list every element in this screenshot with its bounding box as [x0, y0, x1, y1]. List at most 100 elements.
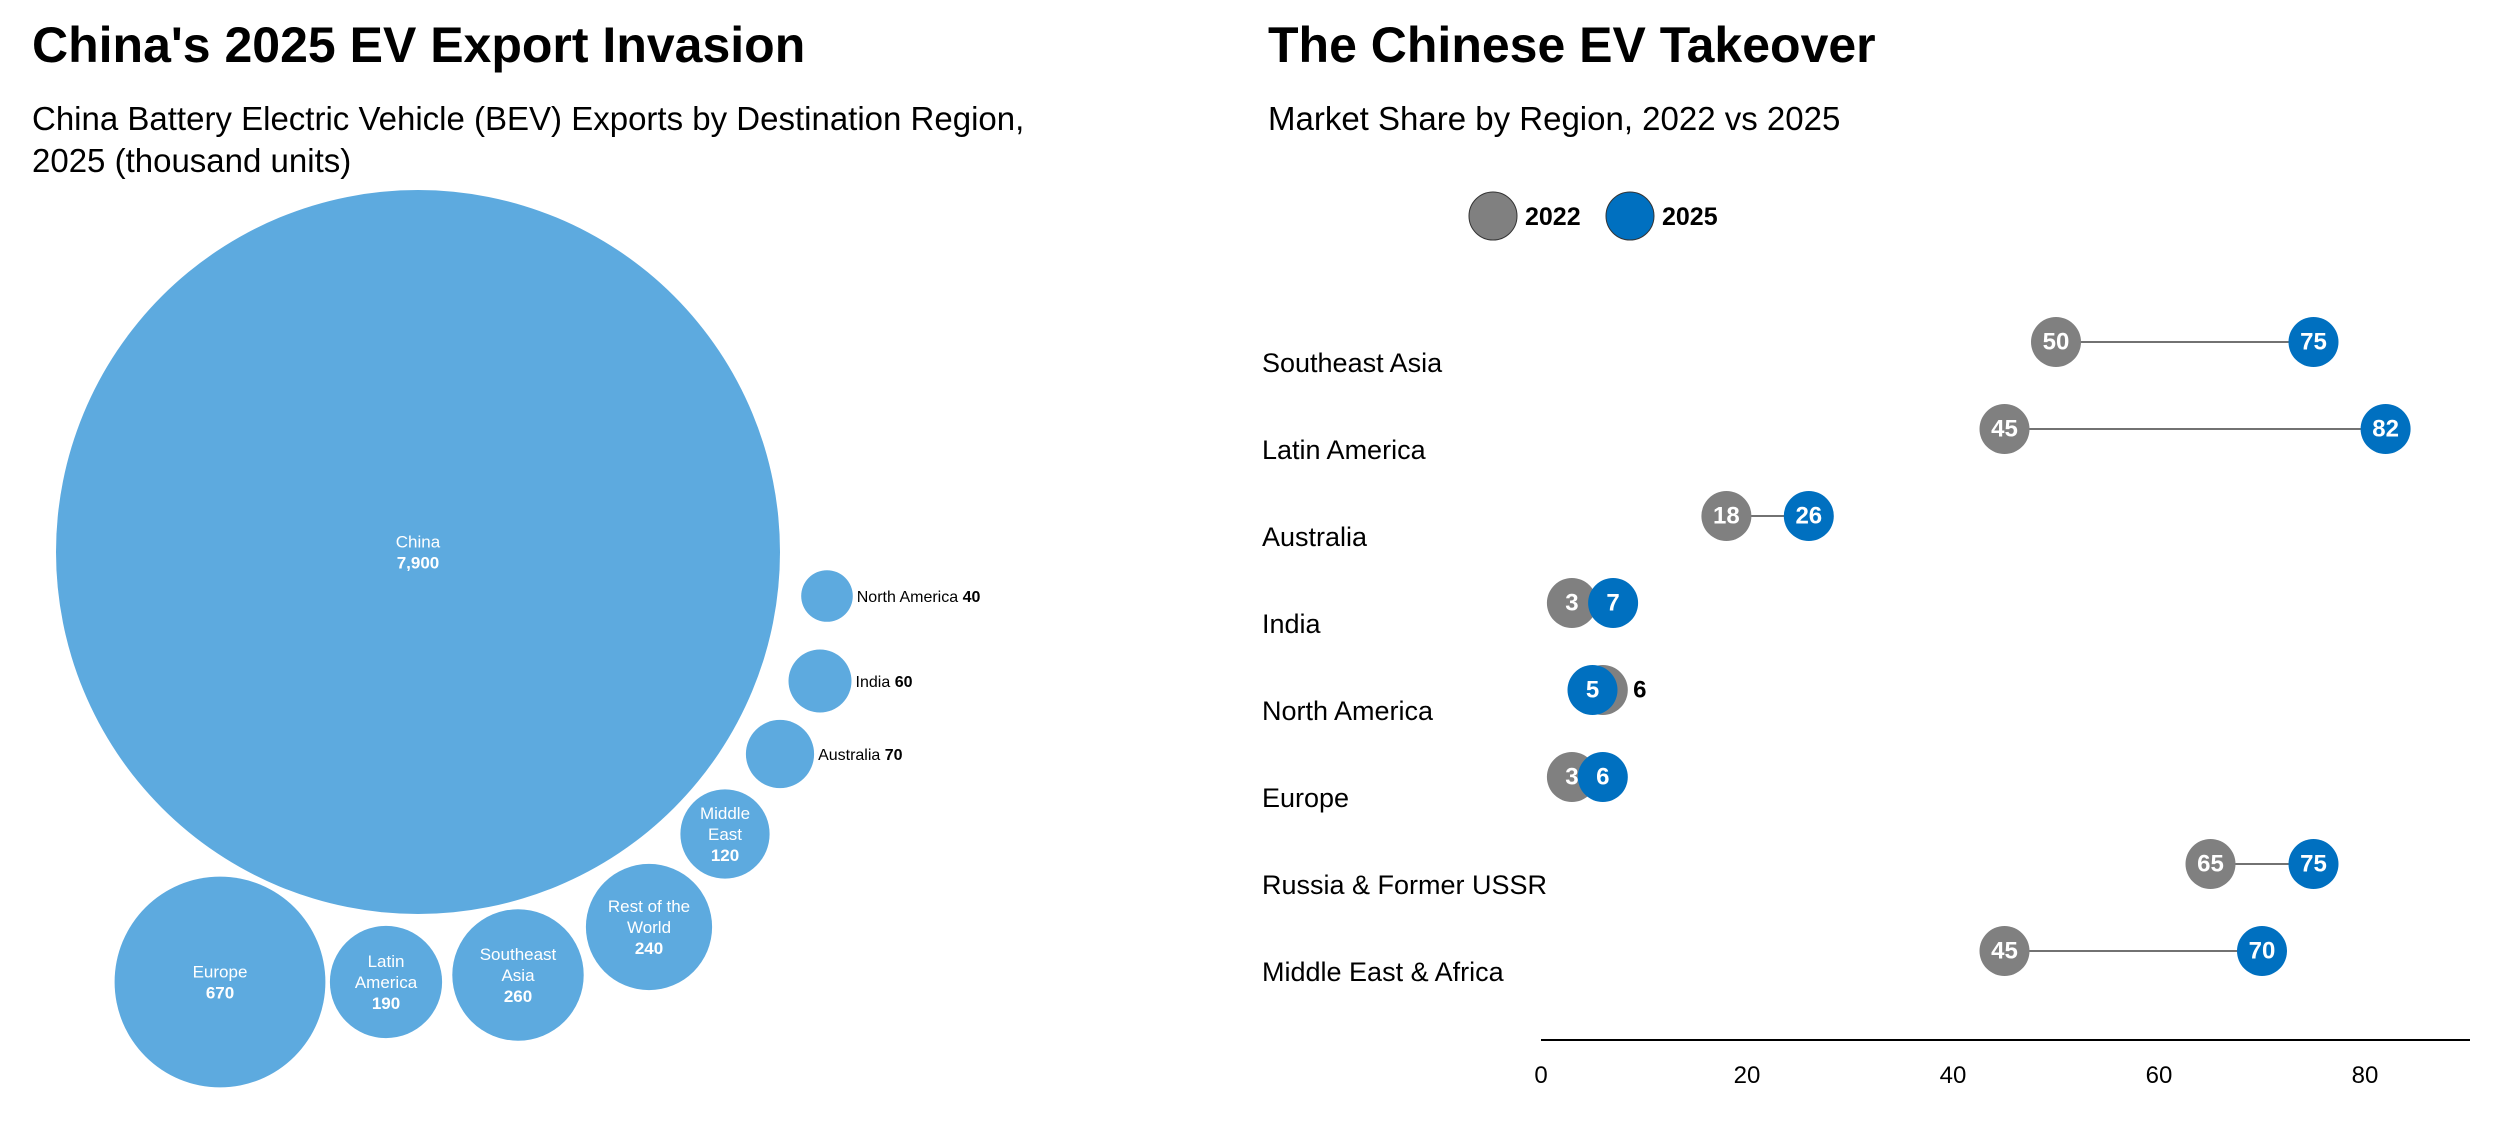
bubble-value: 260 — [504, 987, 532, 1006]
dot-2022-label: 3 — [1565, 590, 1578, 617]
bubble-circle — [801, 570, 853, 622]
dot-2025 — [1783, 491, 1834, 541]
dot-2022 — [1979, 926, 2030, 976]
category-label: Southeast Asia — [1262, 348, 1443, 378]
row-australia: Australia 18 26 — [1262, 491, 1834, 552]
x-tick-label: 80 — [2352, 1062, 2379, 1089]
dot-2025-label: 7 — [1606, 590, 1619, 617]
bubble-circle — [452, 909, 584, 1041]
dot-2022-label: 6 — [1633, 677, 1646, 704]
legend-item-2025: 2025 — [1605, 191, 1718, 241]
legend-swatch — [1468, 191, 1518, 241]
bubble-circle — [585, 863, 713, 991]
dot-2025-label: 26 — [1795, 503, 1822, 530]
bubble-india: India 60 — [788, 649, 913, 713]
bubble-label: North America 40 — [857, 589, 981, 606]
bubble-value: 40 — [963, 589, 981, 606]
dot-2022-label: 50 — [2043, 329, 2070, 356]
bubble-value: 190 — [372, 994, 400, 1013]
row-southeast-asia: Southeast Asia 50 75 — [1262, 317, 2339, 378]
x-tick-label: 20 — [1734, 1062, 1761, 1089]
bubble-label: Middle — [700, 804, 750, 823]
legend-label: 2025 — [1662, 203, 1718, 231]
dot-2025 — [2288, 839, 2339, 889]
bubble-label: Asia — [501, 966, 535, 985]
x-tick-label: 60 — [2146, 1062, 2173, 1089]
legend: 2022 2025 — [1468, 191, 1718, 241]
row-north-america: North America 5 6 — [1262, 665, 1646, 726]
bubble-chart-title: China's 2025 EV Export Invasion — [32, 17, 806, 73]
dot-2025-label: 82 — [2372, 416, 2399, 443]
bubble-circle — [114, 876, 326, 1088]
bubble-circle — [788, 649, 852, 713]
dot-2022-label: 65 — [2197, 851, 2224, 878]
dot-2025-label: 70 — [2249, 938, 2276, 965]
dot-2025 — [1567, 665, 1618, 715]
bubble-label: China — [396, 533, 441, 552]
bubble-circle — [745, 719, 815, 789]
row-india: India 3 7 — [1262, 578, 1639, 639]
bubble-europe: Europe 670 — [114, 876, 326, 1088]
dot-2025 — [2237, 926, 2287, 976]
legend-swatch — [1605, 191, 1655, 241]
bubble-value: 70 — [885, 747, 903, 764]
category-label: North America — [1262, 696, 1434, 726]
dot-2025-label: 75 — [2300, 329, 2327, 356]
legend-label: 2022 — [1525, 203, 1581, 231]
bubble-label: India 60 — [856, 674, 913, 691]
bubble-australia: Australia 70 — [745, 719, 903, 789]
dot-2025-label: 75 — [2300, 851, 2327, 878]
dot-2025 — [1588, 578, 1639, 628]
bubble-label: Southeast — [480, 945, 557, 964]
category-label: India — [1262, 609, 1322, 639]
bubble-value: 240 — [635, 939, 663, 958]
bubble-label: East — [708, 825, 742, 844]
category-label: Europe — [1262, 783, 1349, 813]
category-label: Latin America — [1262, 435, 1427, 465]
dot-2022 — [1546, 578, 1597, 628]
dot-2022 — [2185, 839, 2236, 889]
row-russia-former-ussr: Russia & Former USSR 65 75 — [1262, 839, 2339, 900]
dot-2025-label: 6 — [1596, 764, 1609, 791]
bubble-label: Rest of the — [608, 897, 690, 916]
category-label: Australia — [1262, 522, 1368, 552]
bubble-label: World — [627, 918, 671, 937]
dot-2025 — [2360, 404, 2411, 454]
bubble-north-america: North America 40 — [801, 570, 980, 622]
bubble-value: 7,900 — [397, 554, 440, 573]
bubble-label: Europe — [193, 963, 248, 982]
bubble-value: 60 — [895, 674, 913, 691]
category-label: Middle East & Africa — [1262, 957, 1505, 987]
category-label: Russia & Former USSR — [1262, 870, 1547, 900]
dot-2025-label: 5 — [1586, 677, 1599, 704]
bubble-value: 120 — [711, 846, 739, 865]
bubble-circle — [56, 190, 780, 914]
dumbbell-chart-title: The Chinese EV Takeover — [1268, 17, 1876, 73]
x-tick-label: 0 — [1534, 1062, 1547, 1089]
dot-2022 — [2031, 317, 2081, 367]
row-latin-america: Latin America 45 82 — [1262, 404, 2411, 465]
bubble-label: America — [355, 973, 418, 992]
dot-2022-label: 45 — [1991, 938, 2018, 965]
dot-2022-label: 45 — [1991, 416, 2018, 443]
dot-2025 — [1577, 752, 1628, 802]
dot-2022 — [1979, 404, 2030, 454]
dot-2022-label: 18 — [1713, 503, 1740, 530]
dot-2025 — [2288, 317, 2339, 367]
bubble-chart-subtitle: China Battery Electric Vehicle (BEV) Exp… — [32, 100, 1025, 179]
bubble-label: Australia 70 — [818, 747, 903, 764]
bubble-value: 670 — [206, 984, 234, 1003]
dumbbell-chart-subtitle: Market Share by Region, 2022 vs 2025 — [1268, 100, 1841, 137]
bubble-label: Latin — [368, 952, 405, 971]
dot-2022 — [1701, 491, 1752, 541]
bubble-circle — [329, 925, 443, 1039]
row-middle-east-africa: Middle East & Africa 45 70 — [1262, 926, 2287, 987]
bubble-circle — [680, 789, 770, 879]
dot-2022-label: 3 — [1565, 764, 1578, 791]
